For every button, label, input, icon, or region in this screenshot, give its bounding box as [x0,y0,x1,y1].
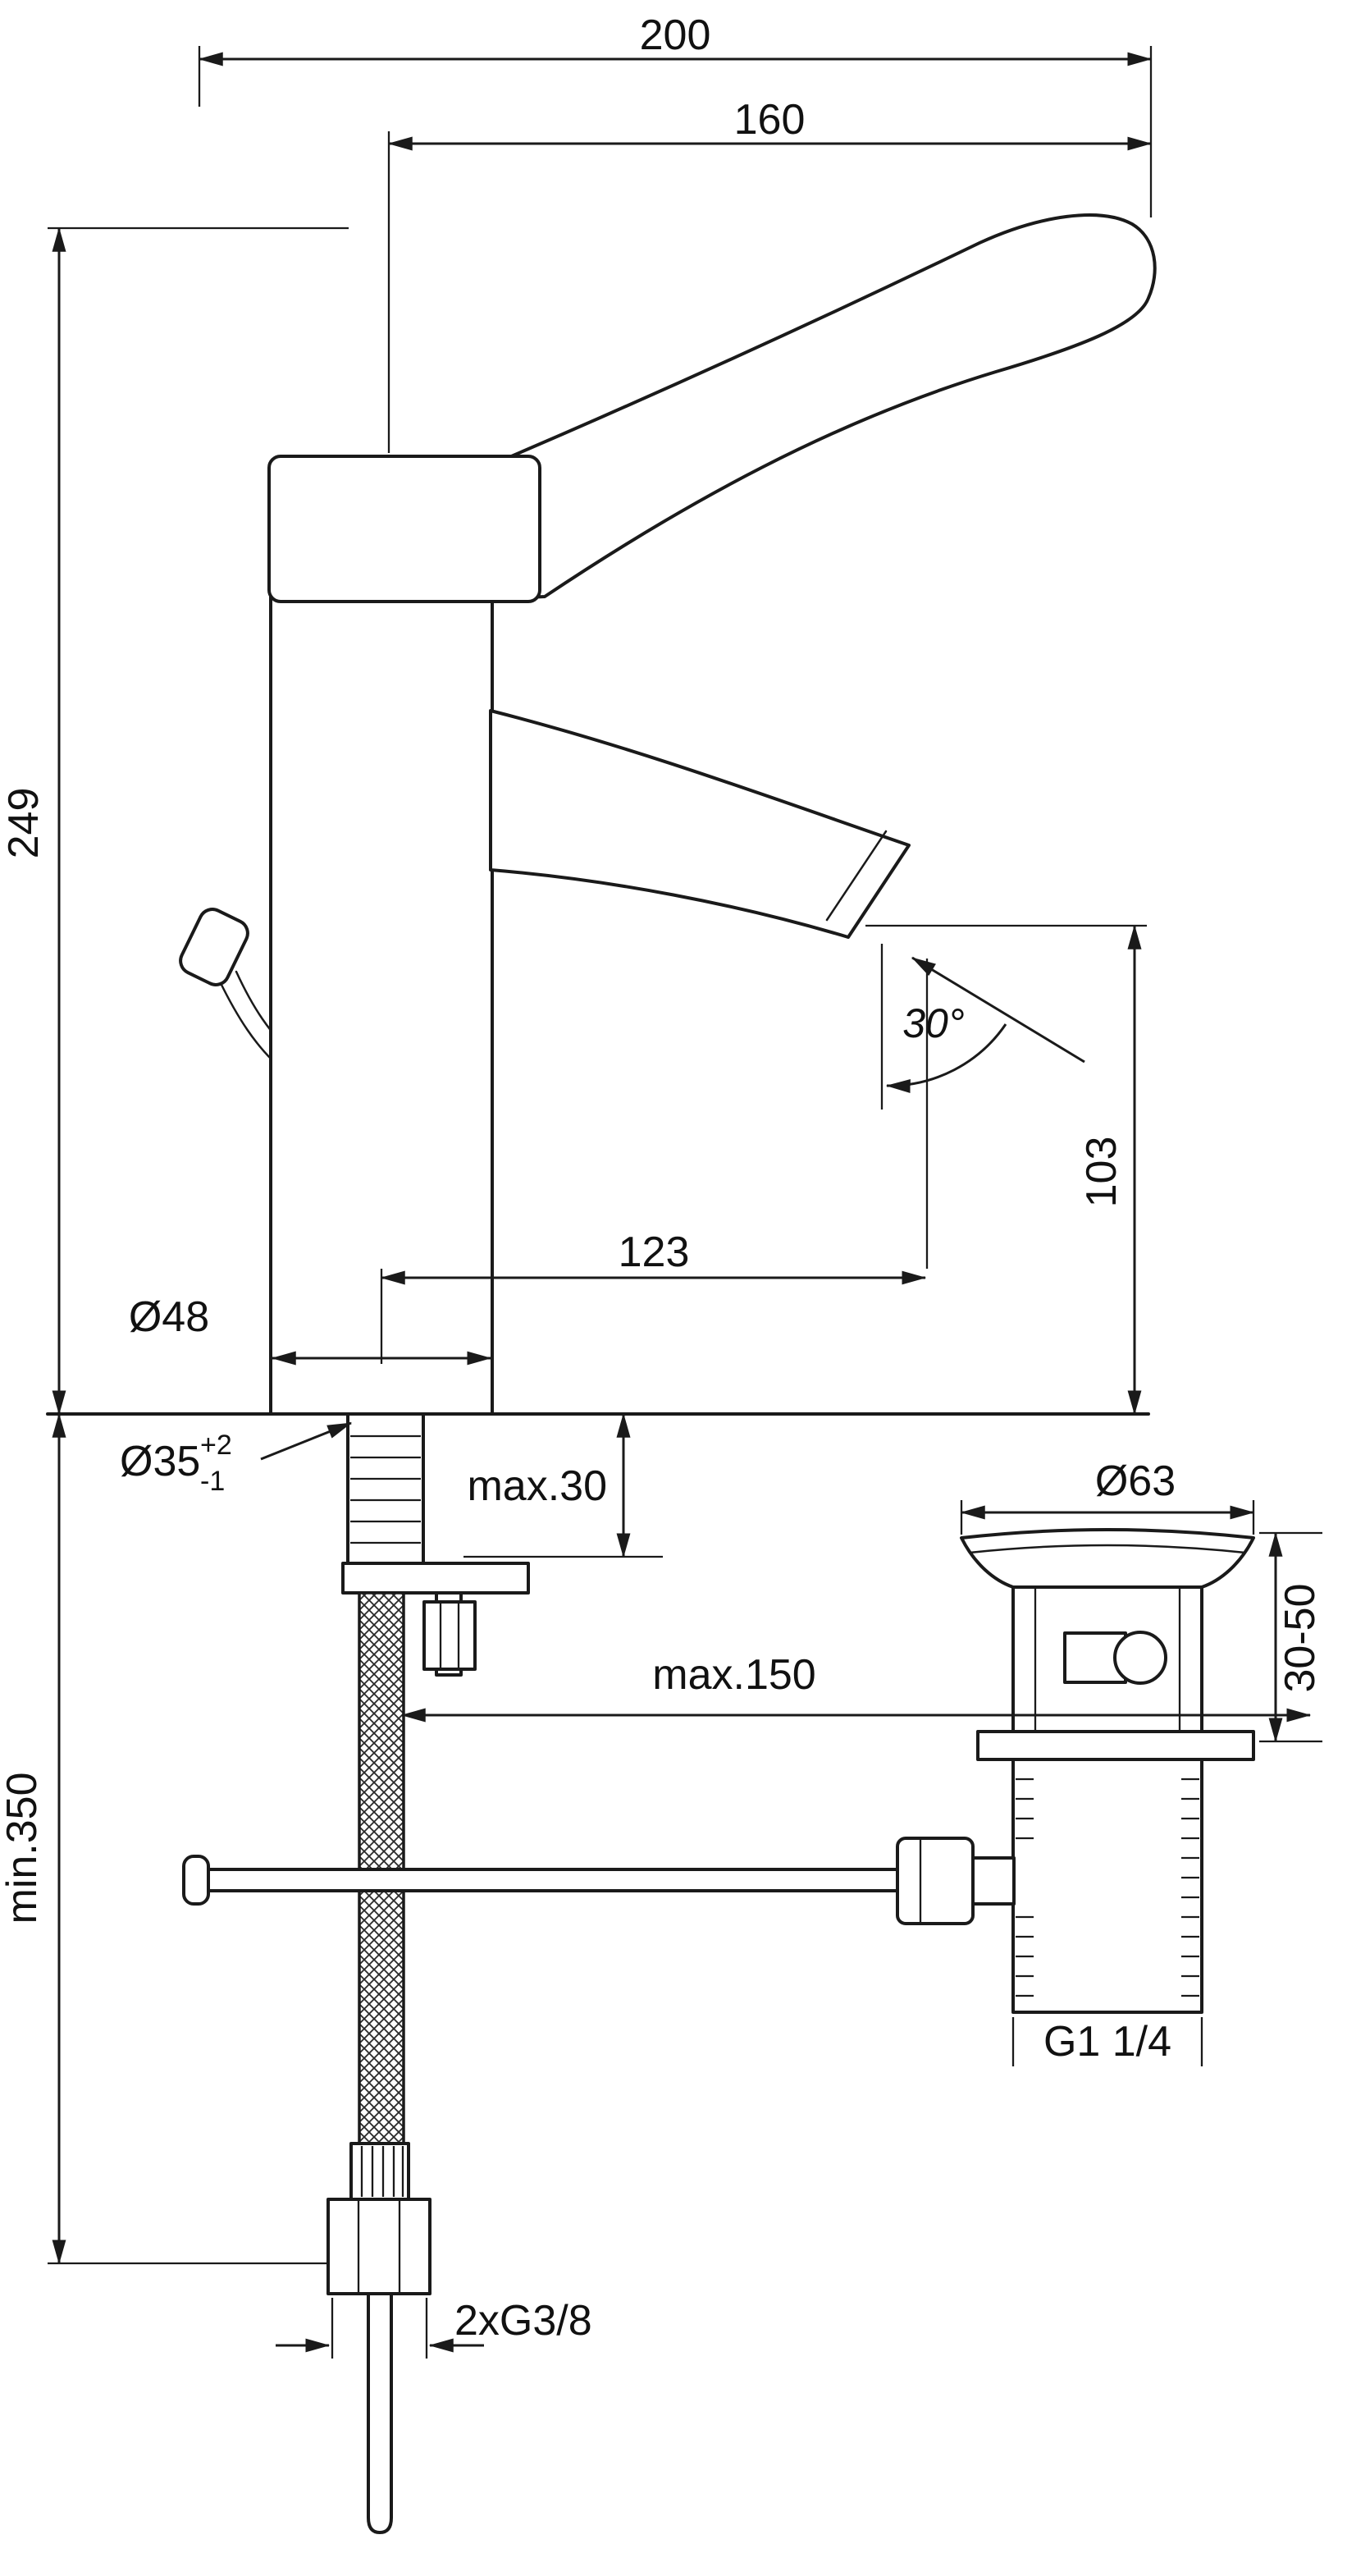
dia-63-label: Ø63 [1095,1457,1176,1505]
dimension-200: 200 [198,11,1153,217]
g114-thread-label: G1 1/4 [1043,2018,1171,2066]
min-350-label: min.350 [0,1773,46,1924]
dimension-160: 160 [387,96,1153,453]
tailpiece-thread-ticks [1016,1778,1199,1997]
dia-48-label: Ø48 [129,1293,209,1341]
dimension-dia35: Ø35 +2 -1 [120,1421,353,1497]
dimension-30-50: 30-50 [1259,1531,1324,1743]
lever-handle [491,213,1157,601]
waste-pivot-ball [1113,1631,1167,1685]
dim-103-label: 103 [1078,1137,1126,1208]
side-pull-rod [179,908,289,1062]
fixing-nut [422,1600,477,1671]
spout [489,709,911,939]
dim-160-label: 160 [734,96,806,144]
pull-rod-end-knob [182,1855,210,1906]
dim-200-label: 200 [640,11,711,59]
collar-knurl-lines [360,2146,404,2197]
max-150-label: max.150 [652,1651,815,1699]
shank-thread-lines [350,1434,421,1544]
dimension-2xg38: 2xG3/8 [276,2297,592,2359]
dia-35-label: Ø35 [120,1438,200,1485]
dimension-min350: min.350 [0,1412,328,2265]
dimension-angle-30: 30° [880,944,1085,1110]
side-pull-knob [179,908,249,986]
mounting-washer-plate [341,1562,530,1595]
popup-waste-assembly [960,1528,1255,2014]
dimension-dia48: Ø48 [129,1293,492,1366]
rod-clevis [896,1837,975,1925]
range-30-50-label: 30-50 [1276,1584,1324,1693]
max-30-label: max.30 [467,1462,607,1510]
under-deck-assembly [326,1412,530,2534]
dimension-249: 249 [0,226,349,1416]
waste-tailpiece [1011,1758,1203,2014]
2xg38-thread-label: 2xG3/8 [454,2297,592,2345]
dia-35-tol-minus: -1 [200,1466,225,1497]
hose-crimp-collar [349,2142,410,2201]
popup-pull-rod [182,1837,975,1925]
dim-249-label: 249 [0,788,48,859]
dimension-dia63: Ø63 [960,1457,1255,1535]
pull-rod-bar [203,1868,899,1892]
waste-mid-flange [976,1730,1255,1761]
hose-end-tube [367,2292,393,2534]
dia-35-tol-plus: +2 [200,1430,232,1461]
dimension-123: 123 [380,959,929,1364]
waste-flange-inner-line [968,1544,1247,1554]
dimension-max150: max.150 [400,1651,1312,1723]
dimension-max30: max.30 [463,1412,663,1558]
dimension-103: 103 [865,924,1147,1416]
angle-30-label: 30° [902,1000,965,1046]
dimension-g114: G1 1/4 [1011,2017,1203,2066]
handle-base-cap [267,455,541,603]
aerator-line [825,830,888,922]
waste-flange [960,1528,1255,1589]
pivot-rod-boss [971,1856,1016,1906]
dim-123-label: 123 [619,1229,690,1276]
hose-connection-nut [326,2198,431,2295]
